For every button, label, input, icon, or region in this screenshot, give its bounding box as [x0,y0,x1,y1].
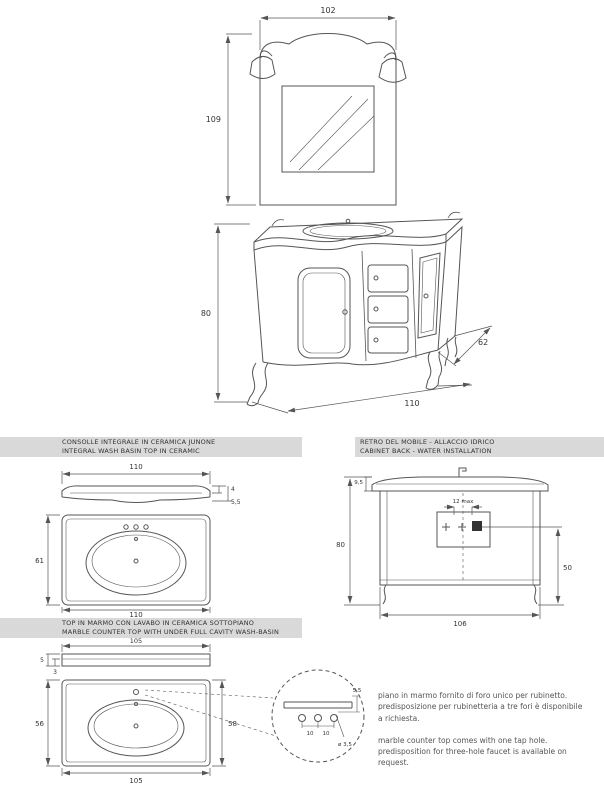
tap-hole [133,689,139,695]
overflow-hole [134,537,138,541]
apron-edge [262,349,439,366]
faucet-hole [143,524,149,530]
marble-profile-view [61,653,211,667]
inlet-cross [458,523,466,531]
dim-marble-thickness-a-label: 5 [40,657,44,664]
marble-front-dimensions [45,679,226,776]
drawer-knob [373,306,379,312]
dim-mirror-width-label: 102 [320,6,335,15]
inlet-cross [442,523,450,531]
dim-marble-front-depth-label: 56 [35,720,44,728]
dim-back-width-label: 106 [453,620,467,628]
marble-top-drawing: 105 5 3 56 105 58 10 10 5,5 ø 3,5 [35,637,365,785]
cabinet-legs [246,336,458,407]
section-header-marble-top: TOP IN MARMO CON LAVABO IN CERAMICA SOTT… [0,618,302,638]
drain-hole [133,558,139,564]
vanity-cabinet [246,211,464,407]
basin-outline [85,530,187,596]
dim-thickness-b-label: 5,5 [231,499,241,506]
door-knob [342,309,348,315]
dim-front-width-label: 110 [129,611,142,619]
faucet-hole [123,524,129,530]
detail-dimension-lines [301,695,360,738]
dim-marble-thickness-b-label: 3 [53,669,57,676]
note-italian: piano in marmo fornito di foro unico per… [378,691,583,723]
detail-circle [271,669,365,763]
back-title-english: CABINET BACK - WATER INSTALLATION [360,447,492,455]
dim-cabinet-width-label: 110 [404,399,419,408]
drawer-knob [373,337,379,343]
drain-outlet [472,521,482,531]
detail-hole [330,714,338,722]
right-door [417,252,441,339]
detail-spacing-right-label: 10 [323,731,330,737]
detail-hole [314,714,322,722]
back-dimension-lines [344,476,564,619]
ceramic-front-dimensions [45,514,211,613]
detail-hole [298,714,306,722]
dim-front-depth-label: 61 [35,557,44,565]
cabinet-side-panel [437,225,463,351]
tap-icon [458,467,467,477]
ceramic-title-english: INTEGRAL WASH BASIN TOP IN CERAMIC [62,447,200,455]
ceramic-front-view [61,514,211,606]
ceramic-top-drawing: 110 4 5,5 61 110 [35,463,241,619]
section-header-cabinet-back: RETRO DEL MOBILE - ALLACCIO IDRICO CABIN… [355,437,604,457]
back-view [371,467,549,605]
dim-marble-profile-width-label: 105 [130,637,142,645]
ceramic-profile-dimensions [61,471,232,502]
dim-cabinet-height-label: 80 [201,309,211,318]
basin-outline [87,699,185,757]
drain-hole [133,723,139,729]
faucet-hole [133,524,139,530]
dim-top-clearance-label: 9,5 [354,480,363,486]
left-door [297,267,351,359]
overview-perspective-drawing: 102 109 80 62 110 [201,6,493,414]
dim-thickness-a-label: 4 [231,486,235,493]
backsplash-rail [271,211,461,227]
right-sconce-icon [378,52,407,83]
note-english: marble counter top comes with one tap ho… [378,735,567,768]
ceramic-title-italian: CONSOLLE INTEGRALE IN CERAMICA JUNONE [62,437,216,446]
detail-edge-offset-label: 5,5 [353,688,362,694]
back-legs [382,584,538,605]
overview-dimension-lines [214,15,493,414]
detail-leader-lines [144,689,277,737]
drawer-stack [361,248,417,362]
section-header-ceramic-top: CONSOLLE INTEGRALE IN CERAMICA JUNONE IN… [0,437,302,457]
marble-note: piano in marmo fornito di foro unico per… [378,690,583,780]
marble-title-italian: TOP IN MARMO CON LAVABO IN CERAMICA SOTT… [62,618,255,627]
drawer-knob [373,275,379,281]
detail-hole-diameter-label: ø 3,5 [338,742,352,748]
detail-spacing-left-label: 10 [307,731,314,737]
tap-hole-detail [144,669,365,763]
marble-front-view [61,679,211,767]
marble-title-english: MARBLE COUNTER TOP WITH UNDER FULL CAVIT… [62,628,280,636]
dim-marble-total-height-label: 58 [228,720,237,728]
counter-top [253,218,464,243]
mirror-glass-hatch [289,95,375,171]
ceramic-profile-view [61,485,211,503]
dim-drain-zone-label: 12 max [453,499,474,505]
dim-mirror-height-label: 109 [206,115,221,124]
dim-back-height-label: 80 [336,541,345,549]
back-title-italian: RETRO DEL MOBILE - ALLACCIO IDRICO [360,437,495,446]
dim-marble-front-width-label: 105 [129,777,142,785]
water-installation-zone [436,511,491,548]
dim-cabinet-depth-label: 62 [478,338,488,347]
tap-hole [345,218,351,224]
mirror-frame [259,33,397,206]
left-sconce-icon [249,50,276,79]
dim-inlet-height-label: 50 [563,564,572,572]
door-knob [423,293,429,299]
marble-profile-dimensions [46,643,211,667]
cabinet-back-drawing: 9,5 12 max 80 50 106 [336,467,572,628]
dim-profile-width-label: 110 [129,463,142,471]
